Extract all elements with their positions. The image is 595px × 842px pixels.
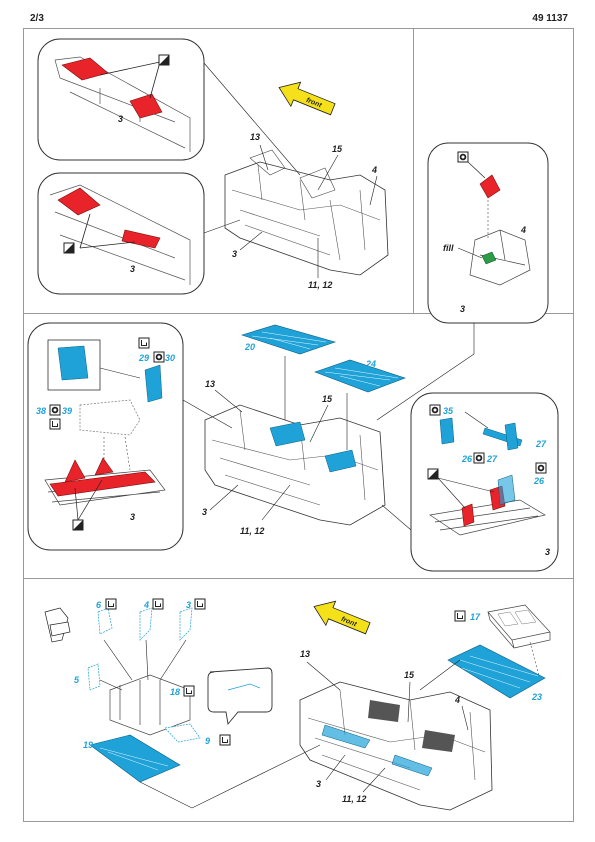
- bend-icon: [183, 685, 195, 697]
- detail-bubble-a: 3: [37, 38, 205, 161]
- bend-icon: [454, 610, 466, 622]
- remove-part: [479, 174, 501, 199]
- bend-icon: [194, 598, 206, 610]
- pe-placed-part: [324, 449, 357, 473]
- pe-part-number: 4: [143, 600, 149, 610]
- part-callout: 3: [545, 547, 550, 557]
- pe-part-number: 29: [138, 353, 149, 363]
- pe-part-number: 3: [186, 600, 191, 610]
- detail-bubble-right-2: 35 27 26 26 27 3: [410, 392, 559, 572]
- pe-placed-part: [321, 724, 371, 749]
- pe-part-number: 17: [470, 612, 481, 622]
- part-callout: 3: [202, 507, 207, 517]
- pe-part-number: 6: [96, 600, 102, 610]
- remove-part: [461, 503, 475, 527]
- bend-icon: [219, 734, 231, 746]
- cockpit-main-2: [204, 404, 386, 526]
- pe-part-number: 18: [170, 687, 180, 697]
- fill-label: fill: [443, 243, 454, 253]
- part-callout: 3: [130, 512, 135, 522]
- green-paint-part: [481, 251, 497, 265]
- part-callout: 13: [250, 132, 260, 142]
- part-callout: 3: [316, 779, 321, 789]
- pe-part-number: 26: [533, 476, 545, 486]
- pe-part-number: 20: [244, 342, 255, 352]
- cockpit-main-1: [224, 149, 389, 276]
- remove-icon: [63, 242, 75, 254]
- detail-bubble-left-2: 29 30 38 39 3: [27, 322, 184, 551]
- part-callout: 13: [205, 379, 215, 389]
- page-number: 2/3: [30, 13, 44, 24]
- part-callout: 15: [332, 144, 343, 154]
- part-callout: 15: [322, 394, 333, 404]
- front-arrow: front: [278, 81, 336, 116]
- speech-bubble: [207, 667, 273, 726]
- seat-cushion: [368, 700, 400, 722]
- remove-icon: [427, 468, 439, 480]
- pe-fret-20: 20: [241, 324, 337, 355]
- part-callout: 11, 12: [308, 280, 332, 290]
- detail-group-left-3: 6 4 3 5 18 19 9: [44, 598, 273, 783]
- bend-icon: [138, 337, 150, 349]
- cockpit-main-3: [299, 681, 493, 811]
- part-callout: 15: [404, 670, 415, 680]
- pe-part-number: 35: [443, 406, 454, 416]
- pe-part-number: 24: [365, 359, 376, 369]
- detail-bubble-b: 3: [37, 172, 205, 295]
- section-divider: [23, 578, 574, 579]
- pe-part-number: 26: [461, 454, 473, 464]
- pe-part-number: 9: [205, 736, 210, 746]
- pe-part-number: 27: [486, 454, 498, 464]
- detail-label: 3: [118, 114, 123, 124]
- product-code: 49 1137: [532, 13, 568, 24]
- pe-placed-part: [391, 754, 433, 777]
- part-callout: 4: [520, 225, 526, 235]
- remove-part: [129, 93, 163, 119]
- part-callout: 13: [300, 649, 310, 659]
- remove-part: [57, 187, 101, 216]
- paint-icon: [153, 351, 165, 363]
- part-callout: 3: [232, 249, 237, 259]
- paint-icon: [457, 151, 469, 163]
- remove-part: [64, 459, 86, 483]
- pe-part-number: 27: [535, 439, 547, 449]
- paint-icon: [49, 404, 61, 416]
- part-callout: 4: [371, 165, 377, 175]
- part-callout: 3: [460, 304, 465, 314]
- detail-group-right-3: 17 23: [447, 604, 551, 702]
- pe-part-number: 5: [74, 675, 80, 685]
- seat-cushion: [422, 730, 455, 752]
- paint-icon: [535, 462, 547, 474]
- part-callout: 4: [454, 695, 460, 705]
- remove-part: [94, 457, 114, 476]
- instruction-frame: [23, 28, 574, 822]
- pe-part-number: 38: [36, 406, 46, 416]
- detail-bubble-right: fill 4 3: [427, 142, 549, 324]
- bend-icon: [49, 418, 61, 430]
- pe-part-number: 39: [62, 406, 72, 416]
- pe-part-number: 19: [83, 740, 93, 750]
- pe-part-number: 23: [531, 692, 542, 702]
- front-arrow: front: [313, 600, 371, 635]
- bend-icon: [152, 598, 164, 610]
- part-callout: 11, 12: [342, 794, 366, 804]
- section-divider: [23, 313, 574, 314]
- bend-icon: [105, 598, 117, 610]
- pe-placed-part: [269, 421, 306, 447]
- section-divider-vertical: [413, 28, 414, 313]
- pe-fret-24: 24: [314, 359, 406, 393]
- paint-icon: [429, 404, 441, 416]
- detail-label: 3: [130, 264, 135, 274]
- remove-icon: [72, 519, 84, 531]
- remove-part: [121, 229, 161, 249]
- remove-part: [49, 471, 156, 497]
- pe-part-number: 30: [165, 353, 175, 363]
- remove-icon: [158, 54, 170, 66]
- part-callout: 11, 12: [240, 526, 264, 536]
- paint-icon: [473, 452, 485, 464]
